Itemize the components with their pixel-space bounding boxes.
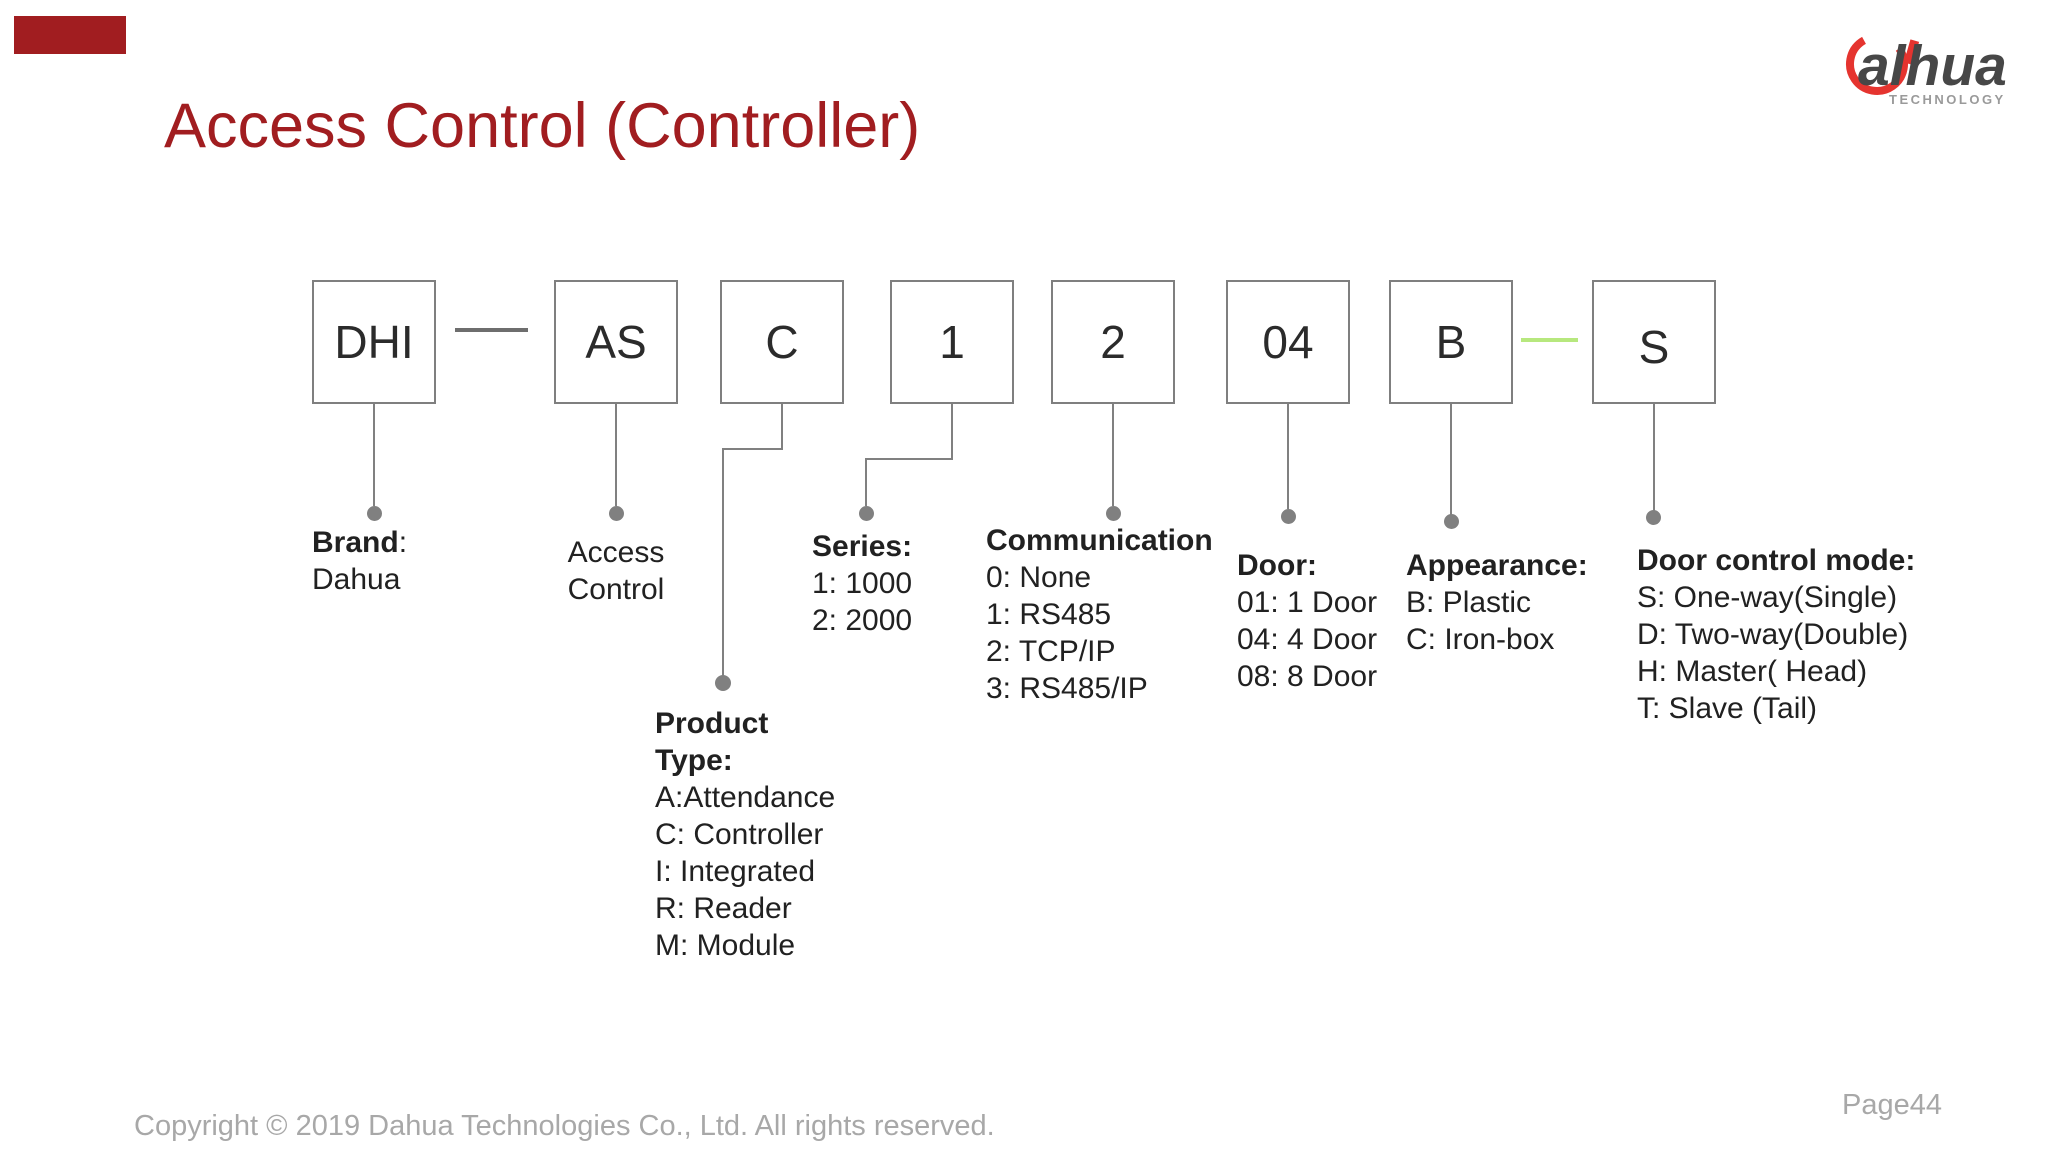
connector-dot	[1444, 514, 1459, 529]
code-box-door-mode: S	[1592, 280, 1716, 404]
separator-dash-green	[1521, 338, 1578, 342]
page-title: Access Control (Controller)	[164, 91, 921, 161]
connector-dot	[859, 506, 874, 521]
separator-dash-gray	[455, 328, 528, 332]
legend-brand: Brand: Dahua	[312, 524, 407, 598]
legend-brand-title: Brand:	[312, 526, 408, 559]
connector-line	[865, 458, 867, 506]
dahua-logo-graphic: alhua TECHNOLOGY	[1846, 33, 2007, 107]
connector-dot	[609, 506, 624, 521]
legend-appearance: Appearance: B: Plastic C: Iron-box	[1406, 549, 1588, 656]
connector-line	[1450, 404, 1452, 515]
connector-line	[951, 404, 953, 460]
legend-access-control: Access Control	[567, 536, 665, 606]
connector-dot	[367, 506, 382, 521]
code-box-appearance: B	[1389, 280, 1513, 404]
connector-line	[373, 404, 375, 506]
legend-series: Series: 1: 1000 2: 2000	[812, 530, 913, 637]
code-box-series: 1	[890, 280, 1014, 404]
connector-dot	[1646, 510, 1661, 525]
legend-communication: Communication 0: None 1: RS485 2: TCP/IP…	[986, 524, 1213, 705]
code-box-door: 04	[1226, 280, 1350, 404]
connector-line	[1287, 404, 1289, 509]
connector-line	[865, 458, 953, 460]
page-number: Page44	[1842, 1089, 1942, 1121]
connector-dot	[1281, 509, 1296, 524]
code-box-product-type: C	[720, 280, 844, 404]
code-box-brand: DHI	[312, 280, 436, 404]
connector-line	[615, 404, 617, 506]
connector-line	[722, 448, 783, 450]
copyright-text: Copyright © 2019 Dahua Technologies Co.,…	[134, 1110, 995, 1142]
connector-line	[722, 448, 724, 676]
connector-dot	[715, 675, 731, 691]
code-box-product-line: AS	[554, 280, 678, 404]
legend-door-control-mode: Door control mode: S: One-way(Single) D:…	[1637, 544, 1916, 725]
logo-wordmark: alhua	[1858, 34, 2007, 98]
logo-red-slash	[1903, 39, 1920, 65]
logo-subtext: TECHNOLOGY	[1889, 92, 2006, 107]
connector-line	[1112, 404, 1114, 506]
dahua-logo: alhua TECHNOLOGY	[1843, 16, 2043, 117]
legend-door: Door: 01: 1 Door 04: 4 Door 08: 8 Door	[1237, 549, 1378, 693]
code-box-communication: 2	[1051, 280, 1175, 404]
legend-product-type: Product Type: A:Attendance C: Controller…	[655, 707, 836, 962]
corner-accent-bar	[14, 16, 126, 54]
legend-brand-value: Dahua	[312, 563, 401, 596]
connector-dot	[1106, 506, 1121, 521]
connector-line	[781, 404, 783, 450]
connector-line	[1653, 404, 1655, 511]
